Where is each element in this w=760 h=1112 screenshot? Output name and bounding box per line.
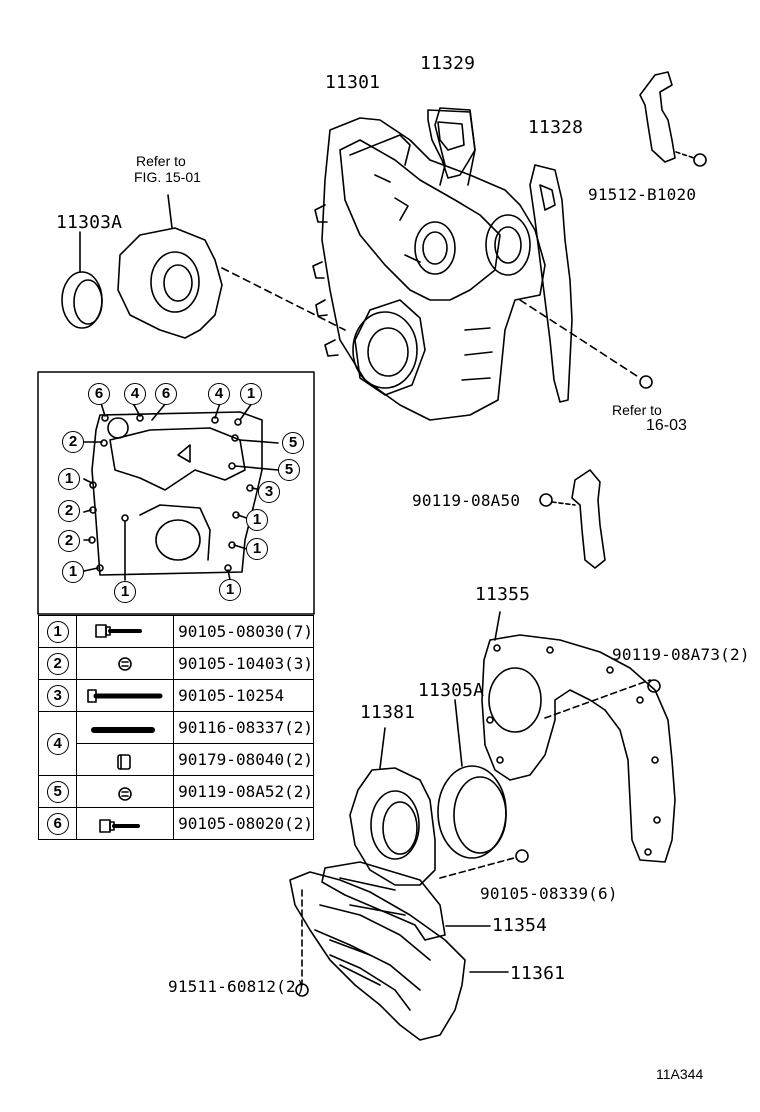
legend-part-number: 90105-10403(3): [173, 647, 314, 680]
legend-key: 4: [46, 732, 69, 755]
oil-seal-11305a: [437, 699, 507, 859]
part-label-11305a: 11305A: [418, 680, 485, 701]
legend-part-number: 90119-08A52(2): [173, 775, 314, 808]
legend-row: 4 90116-08337(2): [37, 711, 314, 776]
bolt-head-icon: [76, 647, 175, 680]
legend-key: 3: [46, 684, 69, 707]
seal-housing-front: [117, 194, 223, 339]
part-label-11354: 11354: [492, 915, 548, 936]
gasket-11329: [427, 109, 476, 179]
stud-icon: [76, 711, 175, 744]
gasket-11328: [529, 164, 573, 403]
inset-cover-outline: [83, 402, 279, 581]
part-label-90119-08a73: 90119-08A73(2): [612, 645, 750, 664]
legend-part-number: 90179-08040(2): [173, 743, 314, 776]
refer-note-line: 16-03: [646, 417, 687, 434]
oil-seal-retainer-11381: [349, 727, 529, 886]
legend-key-cell: 3: [37, 679, 78, 712]
part-label-11301: 11301: [325, 72, 381, 93]
legend-key-cell: 1: [37, 615, 78, 648]
legend-key-cell: 6: [37, 807, 78, 840]
bolt-flange-icon: [76, 807, 175, 840]
legend-row: 6 90105-08020(2): [37, 807, 314, 840]
refer-note-line: FIG. 15-01: [134, 169, 201, 185]
legend-part-number: 90105-08020(2): [173, 807, 314, 840]
legend-key: 1: [46, 620, 69, 643]
part-label-91511-60812: 91511-60812(2): [168, 977, 306, 996]
refer-note-16-03: Refer to 16-03: [612, 402, 687, 434]
legend-part-number: 90105-08030(7): [173, 615, 314, 648]
legend-row: 5 90119-08A52(2): [37, 775, 314, 808]
refer-note-line: Refer to: [612, 402, 662, 418]
legend-key-cell: 2: [37, 647, 78, 680]
inset-callout: 2: [58, 500, 80, 522]
legend-key-cell: 5: [37, 775, 78, 808]
legend-row: 3 90105-10254: [37, 679, 314, 712]
inset-callout: 4: [208, 383, 230, 405]
inset-callout: 2: [58, 530, 80, 552]
nut-icon: [76, 743, 175, 776]
inset-callout: 5: [282, 432, 304, 454]
refer-note-fig-15-01: Refer to FIG. 15-01: [134, 153, 201, 185]
part-label-11355: 11355: [475, 584, 531, 605]
oil-seal-11303a: [61, 231, 103, 329]
inset-callout: 1: [58, 468, 80, 490]
bracket-91512: [639, 71, 676, 163]
inset-callout: 1: [246, 509, 268, 531]
legend-row: 90179-08040(2): [39, 743, 314, 776]
inset-callout: 2: [62, 431, 84, 453]
legend-key: 5: [46, 780, 69, 803]
bolt-location-inset: [37, 371, 315, 615]
gasket-11355: [481, 611, 676, 863]
bracket-90119-08a50: [571, 469, 606, 569]
legend-row: 2 90105-10403(3): [37, 647, 314, 680]
legend-key: 6: [46, 812, 69, 835]
bolt-flange-icon: [76, 615, 175, 648]
part-label-11329: 11329: [420, 53, 476, 74]
part-label-90119-08a50: 90119-08A50: [412, 491, 521, 510]
part-label-11328: 11328: [528, 117, 584, 138]
diagram-code: 11A344: [656, 1066, 704, 1082]
inset-callout: 5: [278, 459, 300, 481]
part-label-11303a: 11303A: [56, 212, 123, 233]
part-label-11381: 11381: [360, 702, 416, 723]
legend-key-cell: 4: [37, 711, 78, 776]
fastener-legend-table: 1 90105-08030(7) 2 90105-10403(3) 3 9010…: [37, 615, 314, 840]
legend-part-number: 90116-08337(2): [173, 711, 314, 744]
legend-row: 1 90105-08030(7): [37, 615, 314, 648]
inset-callout: 1: [219, 579, 241, 601]
bolt-head-icon: [76, 775, 175, 808]
inset-callout: 6: [155, 383, 177, 405]
inset-callout: 4: [124, 383, 146, 405]
inset-callout: 1: [114, 581, 136, 603]
inset-callout: 6: [88, 383, 110, 405]
refer-note-line: Refer to: [136, 153, 186, 169]
inset-callout: 3: [258, 481, 280, 503]
inset-callout: 1: [246, 538, 268, 560]
part-label-90105-08339: 90105-08339(6): [480, 884, 618, 903]
part-label-91512-b1020: 91512-B1020: [588, 185, 697, 204]
bolt-long-icon: [76, 679, 175, 712]
part-label-11361: 11361: [510, 963, 566, 984]
baffle-11354: [321, 861, 491, 941]
inset-callout: 1: [240, 383, 262, 405]
legend-part-number: 90105-10254: [173, 679, 314, 712]
inset-callout: 1: [62, 561, 84, 583]
legend-key: 2: [46, 652, 69, 675]
oil-pan-11361: [289, 871, 509, 1041]
timing-cover-11301: [312, 107, 546, 421]
